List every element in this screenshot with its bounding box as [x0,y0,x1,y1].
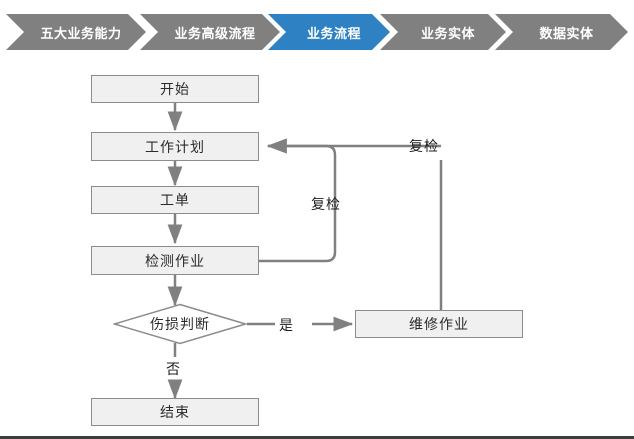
node-end-label: 结束 [160,404,190,420]
node-end[interactable]: 结束 [91,398,259,426]
breadcrumb-step-5[interactable]: 数据实体 [495,14,628,50]
node-damage-decision[interactable]: 伤损判断 [113,303,247,345]
edge-label-no: 否 [166,361,181,377]
edge-label-recheck-inner: 复检 [311,196,341,212]
node-inspection-task-label: 检测作业 [145,252,205,269]
node-work-plan-label: 工作计划 [145,138,205,155]
node-start-label: 开始 [160,81,190,97]
breadcrumb-step-4[interactable]: 业务实体 [380,14,506,50]
edge-label-recheck-outer: 复检 [409,138,439,154]
breadcrumb-step-2[interactable]: 业务高级流程 [140,14,280,50]
edge-label-yes: 是 [279,317,294,333]
breadcrumb-step-1[interactable]: 五大业务能力 [6,14,146,50]
breadcrumb-step-3-label: 业务流程 [306,25,361,41]
node-inspection-task[interactable]: 检测作业 [91,246,259,275]
breadcrumb-step-1-label: 五大业务能力 [40,25,122,41]
breadcrumb: 五大业务能力 业务高级流程 业务流程 业务实体 数据实体 [0,14,634,50]
node-repair-task-label: 维修作业 [409,316,469,332]
node-work-order[interactable]: 工单 [91,186,259,214]
breadcrumb-step-5-label: 数据实体 [539,25,594,41]
breadcrumb-step-2-label: 业务高级流程 [174,25,256,41]
breadcrumb-step-4-label: 业务实体 [420,25,475,41]
breadcrumb-step-3-active[interactable]: 业务流程 [268,14,390,50]
node-work-plan[interactable]: 工作计划 [91,132,259,161]
diamond-shape [113,303,247,345]
node-start[interactable]: 开始 [91,75,259,103]
node-damage-decision-label: 伤损判断 [150,316,210,332]
node-work-order-label: 工单 [160,192,190,208]
node-repair-task[interactable]: 维修作业 [355,310,523,338]
